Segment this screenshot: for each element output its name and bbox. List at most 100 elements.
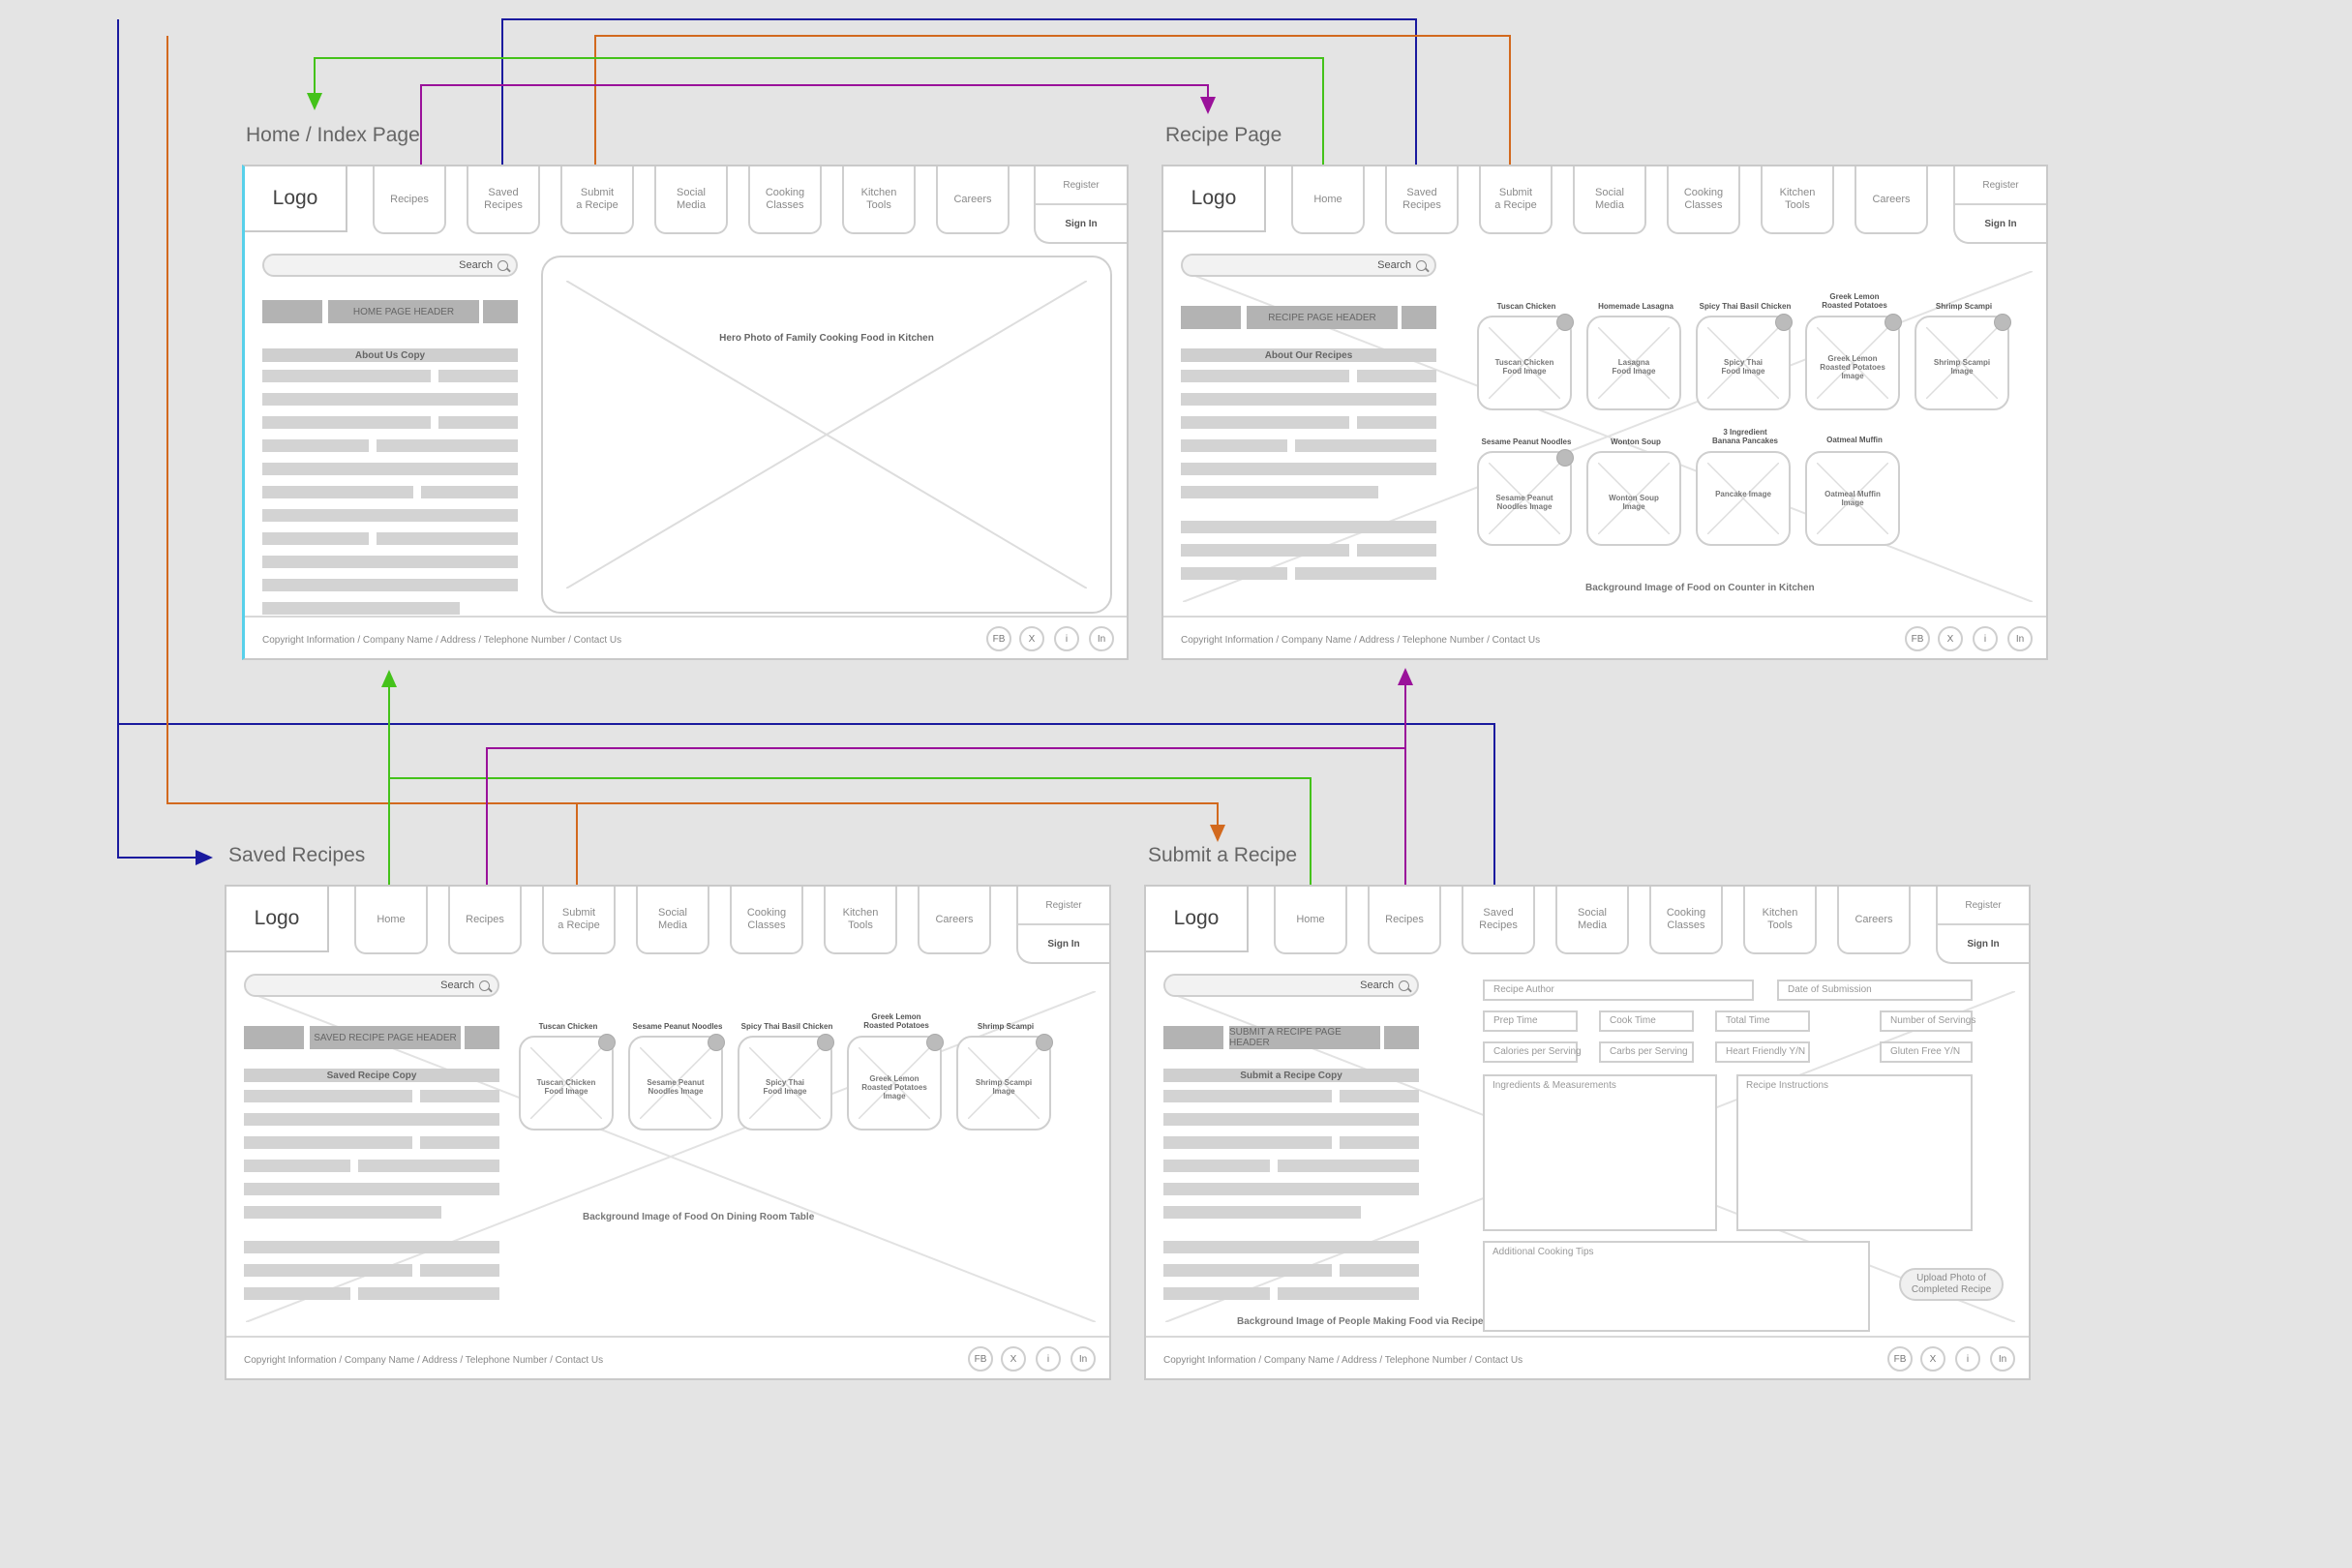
save-heart-icon[interactable] xyxy=(817,1034,834,1051)
upload-photo-button[interactable]: Upload Photo of Completed Recipe xyxy=(1899,1268,2004,1301)
recipe-card[interactable]: Sesame Peanut Noodles Image xyxy=(1477,449,1574,546)
recipe-card[interactable]: Spicy Thai Food Image xyxy=(1696,314,1793,410)
nav-careers[interactable]: Careers xyxy=(1837,887,1911,954)
search-input[interactable]: Search xyxy=(244,974,499,997)
heart-friendly-field[interactable]: Heart Friendly Y/N xyxy=(1715,1041,1810,1063)
x-icon[interactable]: X xyxy=(1938,626,1963,651)
nav-recipes[interactable]: Recipes xyxy=(373,166,446,234)
sign-in-link[interactable]: Sign In xyxy=(1984,219,2017,229)
recipe-card[interactable]: Pancake Image xyxy=(1696,451,1791,546)
facebook-icon[interactable]: FB xyxy=(1887,1346,1913,1372)
logo[interactable]: Logo xyxy=(1163,166,1266,232)
recipe-card[interactable]: Lasagna Food Image xyxy=(1586,316,1681,410)
nav-cooking-classes[interactable]: Cooking Classes xyxy=(748,166,822,234)
recipe-author-field[interactable]: Recipe Author xyxy=(1483,980,1754,1001)
sign-in-link[interactable]: Sign In xyxy=(1967,939,2000,950)
nav-home[interactable]: Home xyxy=(354,887,428,954)
register-link[interactable]: Register xyxy=(1965,900,2002,911)
nav-kitchen-tools[interactable]: Kitchen Tools xyxy=(842,166,916,234)
nav-cooking-classes[interactable]: Cooking Classes xyxy=(1667,166,1740,234)
nav-recipes[interactable]: Recipes xyxy=(448,887,522,954)
nav-careers[interactable]: Careers xyxy=(1854,166,1928,234)
ingredients-textarea[interactable]: Ingredients & Measurements xyxy=(1483,1074,1717,1231)
sign-in-link[interactable]: Sign In xyxy=(1047,939,1080,950)
facebook-icon[interactable]: FB xyxy=(1905,626,1930,651)
recipe-card[interactable]: Shrimp Scampi Image xyxy=(1915,314,2011,410)
linkedin-icon[interactable]: In xyxy=(2007,626,2033,651)
save-heart-icon[interactable] xyxy=(708,1034,725,1051)
recipe-card[interactable]: Wonton Soup Image xyxy=(1586,451,1681,546)
nav-social-media[interactable]: Social Media xyxy=(654,166,728,234)
save-heart-icon[interactable] xyxy=(598,1034,616,1051)
footer-links[interactable]: Copyright Information / Company Name / A… xyxy=(262,635,622,646)
nav-social-media[interactable]: Social Media xyxy=(636,887,709,954)
x-icon[interactable]: X xyxy=(1920,1346,1945,1372)
cook-time-field[interactable]: Cook Time xyxy=(1599,1010,1694,1032)
nav-careers[interactable]: Careers xyxy=(918,887,991,954)
nav-kitchen-tools[interactable]: Kitchen Tools xyxy=(1761,166,1834,234)
search-input[interactable]: Search xyxy=(1163,974,1419,997)
recipe-card[interactable]: Oatmeal Muffin Image xyxy=(1805,451,1900,546)
prep-time-field[interactable]: Prep Time xyxy=(1483,1010,1578,1032)
instagram-icon[interactable]: i xyxy=(1036,1346,1061,1372)
nav-saved-recipes[interactable]: Saved Recipes xyxy=(1462,887,1535,954)
linkedin-icon[interactable]: In xyxy=(1990,1346,2015,1372)
save-heart-icon[interactable] xyxy=(926,1034,944,1051)
nav-social-media[interactable]: Social Media xyxy=(1573,166,1646,234)
gluten-free-field[interactable]: Gluten Free Y/N xyxy=(1880,1041,1973,1063)
footer-links[interactable]: Copyright Information / Company Name / A… xyxy=(1163,1355,1523,1366)
nav-saved-recipes[interactable]: Saved Recipes xyxy=(467,166,540,234)
x-icon[interactable]: X xyxy=(1019,626,1044,651)
search-input[interactable]: Search xyxy=(1181,254,1436,277)
servings-field[interactable]: Number of Servings xyxy=(1880,1010,1975,1032)
register-link[interactable]: Register xyxy=(1982,180,2019,191)
instagram-icon[interactable]: i xyxy=(1955,1346,1980,1372)
carbs-field[interactable]: Carbs per Serving xyxy=(1599,1041,1694,1063)
logo[interactable]: Logo xyxy=(226,887,329,952)
recipe-card[interactable]: Spicy Thai Food Image xyxy=(738,1034,834,1131)
instructions-textarea[interactable]: Recipe Instructions xyxy=(1736,1074,1973,1231)
facebook-icon[interactable]: FB xyxy=(968,1346,993,1372)
recipe-card[interactable]: Tuscan Chicken Food Image xyxy=(519,1034,616,1131)
nav-submit-recipe[interactable]: Submit a Recipe xyxy=(560,166,634,234)
nav-submit-recipe[interactable]: Submit a Recipe xyxy=(1479,166,1553,234)
save-heart-icon[interactable] xyxy=(1556,449,1574,467)
footer-links[interactable]: Copyright Information / Company Name / A… xyxy=(244,1355,604,1366)
nav-home[interactable]: Home xyxy=(1274,887,1347,954)
nav-social-media[interactable]: Social Media xyxy=(1555,887,1629,954)
calories-field[interactable]: Calories per Serving xyxy=(1483,1041,1582,1063)
register-link[interactable]: Register xyxy=(1045,900,1082,911)
nav-home[interactable]: Home xyxy=(1291,166,1365,234)
linkedin-icon[interactable]: In xyxy=(1070,1346,1096,1372)
total-time-field[interactable]: Total Time xyxy=(1715,1010,1810,1032)
logo[interactable]: Logo xyxy=(1146,887,1249,952)
linkedin-icon[interactable]: In xyxy=(1089,626,1114,651)
recipe-card[interactable]: Sesame Peanut Noodles Image xyxy=(628,1034,725,1131)
search-input[interactable]: Search xyxy=(262,254,518,277)
save-heart-icon[interactable] xyxy=(1036,1034,1053,1051)
recipe-card[interactable]: Greek Lemon Roasted Potatoes Image xyxy=(847,1034,944,1131)
save-heart-icon[interactable] xyxy=(1775,314,1793,331)
nav-recipes[interactable]: Recipes xyxy=(1368,887,1441,954)
save-heart-icon[interactable] xyxy=(1994,314,2011,331)
nav-cooking-classes[interactable]: Cooking Classes xyxy=(1649,887,1723,954)
nav-submit-recipe[interactable]: Submit a Recipe xyxy=(542,887,616,954)
nav-kitchen-tools[interactable]: Kitchen Tools xyxy=(824,887,897,954)
facebook-icon[interactable]: FB xyxy=(986,626,1011,651)
recipe-card[interactable]: Tuscan Chicken Food Image xyxy=(1477,314,1574,410)
logo[interactable]: Logo xyxy=(245,166,347,232)
date-submission-field[interactable]: Date of Submission xyxy=(1777,980,1973,1001)
nav-saved-recipes[interactable]: Saved Recipes xyxy=(1385,166,1459,234)
nav-careers[interactable]: Careers xyxy=(936,166,1010,234)
nav-kitchen-tools[interactable]: Kitchen Tools xyxy=(1743,887,1817,954)
save-heart-icon[interactable] xyxy=(1885,314,1902,331)
x-icon[interactable]: X xyxy=(1001,1346,1026,1372)
nav-cooking-classes[interactable]: Cooking Classes xyxy=(730,887,803,954)
instagram-icon[interactable]: i xyxy=(1973,626,1998,651)
recipe-card[interactable]: Greek Lemon Roasted Potatoes Image xyxy=(1805,314,1902,410)
save-heart-icon[interactable] xyxy=(1556,314,1574,331)
recipe-card[interactable]: Shrimp Scampi Image xyxy=(956,1034,1053,1131)
cooking-tips-textarea[interactable]: Additional Cooking Tips xyxy=(1483,1241,1870,1332)
register-link[interactable]: Register xyxy=(1063,180,1100,191)
sign-in-link[interactable]: Sign In xyxy=(1065,219,1098,229)
